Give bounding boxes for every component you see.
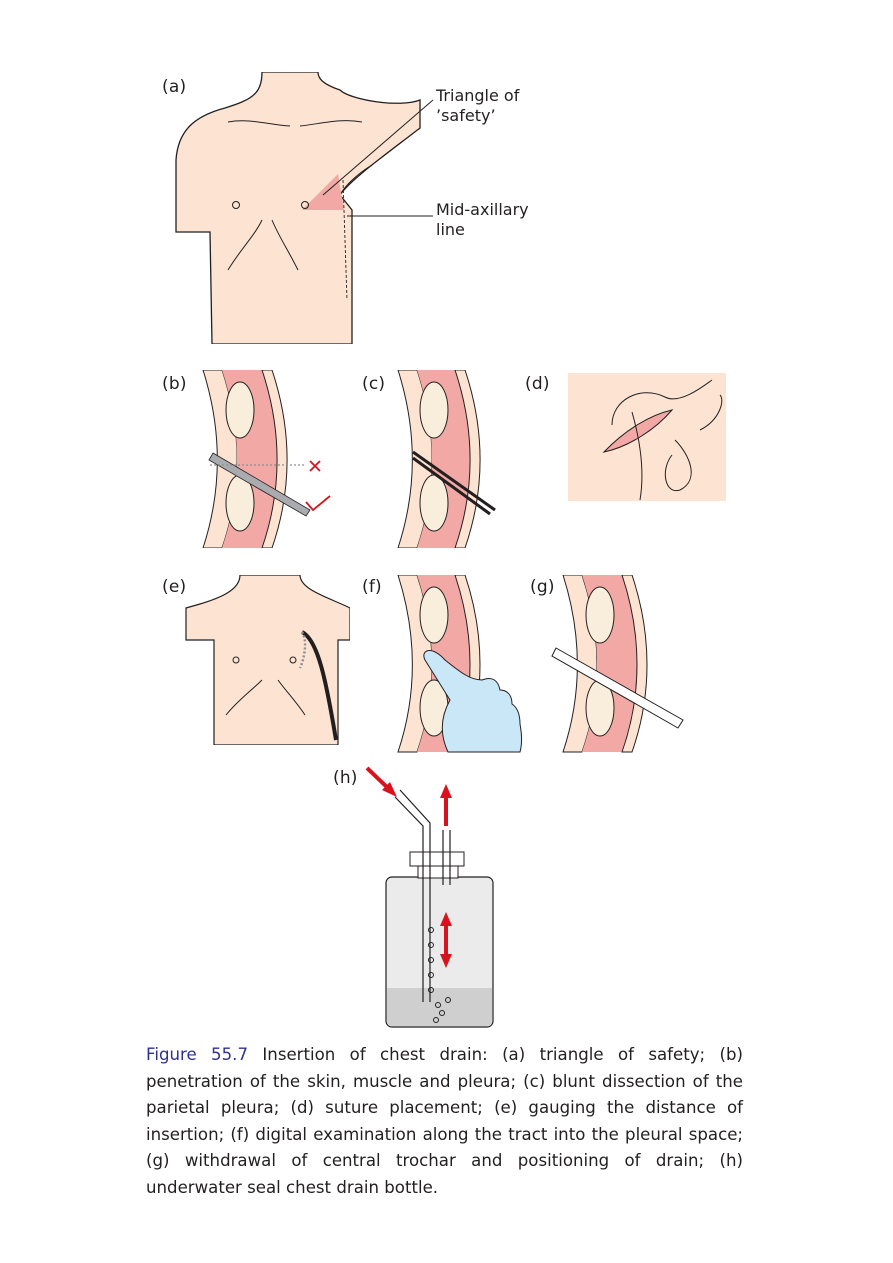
mid-axillary-callout: Mid-axillary line [436,200,529,240]
axillary-callout-line1: Mid-axillary [436,200,529,219]
forceps-c [412,450,496,516]
panel-label-g: (g) [530,577,555,597]
correct-path-check [305,495,331,512]
torso-a-arm-line [339,164,373,196]
triangle-of-safety [302,174,344,210]
vent-tube [442,830,451,885]
panel-label-c: (c) [362,374,386,394]
triangle-callout-line1: Triangle of [436,86,520,105]
torso-a-body [175,72,421,344]
panel-c-chest-wall [397,370,496,548]
wall-b-pleura [261,370,288,548]
suture-thread-d [611,379,723,501]
axillary-callout-line2: line [436,220,465,239]
panel-label-e: (e) [162,577,187,597]
torso-a-ribcage [227,219,299,271]
triangle-callout-line2: ’safety’ [436,106,496,125]
panel-f-chest-wall [397,575,522,753]
incision-d [602,409,674,453]
drain-tube-g [551,647,684,729]
torso-a-clavicles [227,120,363,127]
mid-axillary-dashed [342,179,348,301]
panel-h-bottle [365,766,494,1028]
nipple-right [301,201,309,209]
triangle-of-safety-callout: Triangle of ’safety’ [436,86,519,126]
bubbles [428,927,451,1023]
panel-d-suture [568,373,726,501]
drain-tube-e [300,630,338,741]
wrong-path-cross [309,460,321,472]
nipple-left [232,201,240,209]
panel-a-leaders [322,99,434,217]
panel-b-chest-wall [202,370,311,548]
panel-e-torso [185,575,350,745]
panel-label-d: (d) [525,374,550,394]
rib-b-upper [225,381,255,439]
flow-arrow-out [440,784,452,826]
gloved-hand-f [423,650,522,753]
panel-label-b: (b) [162,374,187,394]
flow-arrow-updown [440,912,452,968]
bottle-cap [409,851,465,867]
panel-a-torso [175,72,421,344]
panel-g-chest-wall [551,575,684,753]
flow-arrow-in [365,766,397,797]
figure-number: Figure 55.7 [146,1045,249,1064]
panel-label-f: (f) [362,577,382,597]
caption-text: Insertion of chest drain: (a) triangle o… [146,1045,743,1197]
figure-caption: Figure 55.7 Insertion of chest drain: (a… [146,1042,743,1202]
panel-label-a: (a) [162,77,187,97]
panel-label-h: (h) [333,768,358,788]
needle-b [208,452,311,517]
